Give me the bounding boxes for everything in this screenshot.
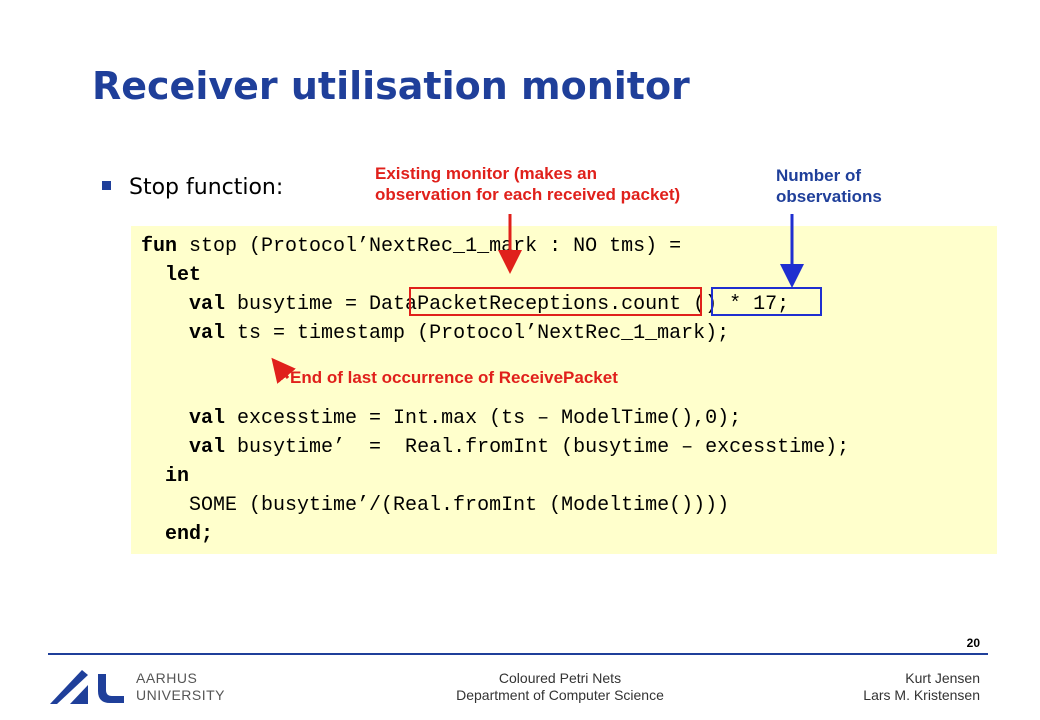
code-keyword: fun <box>141 235 178 258</box>
footer-course: Coloured Petri Nets <box>498 670 622 686</box>
footer-center: Coloured Petri Nets Department of Comput… <box>360 670 760 704</box>
code-line-8: SOME (busytime’/(Real.fromInt (Modeltime… <box>141 494 729 518</box>
code-text: busytime’ = Real.fromInt (busytime – exc… <box>225 436 850 459</box>
code-keyword: in <box>165 465 190 488</box>
code-block-background <box>131 226 997 554</box>
code-line-4: val ts = timestamp (Protocol’NextRec_1_m… <box>141 322 729 346</box>
code-text: ts = timestamp (Protocol’NextRec_1_mark)… <box>225 322 730 345</box>
university-line-2: UNIVERSITY <box>136 687 226 703</box>
code-keyword: let <box>165 264 202 287</box>
code-line-6: val busytime’ = Real.fromInt (busytime –… <box>141 436 849 460</box>
code-line-5: val excesstime = Int.max (ts – ModelTime… <box>141 407 741 431</box>
code-line-9: end; <box>141 523 213 547</box>
code-line-1: fun stop (Protocol’NextRec_1_mark : NO t… <box>141 235 681 259</box>
footer-authors: Kurt Jensen Lars M. Kristensen <box>863 670 980 704</box>
code-keyword: val <box>189 436 226 459</box>
bullet-text: Stop function: <box>129 175 284 200</box>
code-text: SOME (busytime’/(Real.fromInt (Modeltime… <box>189 494 730 517</box>
code-text: excesstime = Int.max (ts – ModelTime(),0… <box>225 407 742 430</box>
footer-author-2: Lars M. Kristensen <box>863 687 980 703</box>
code-text: stop (Protocol’NextRec_1_mark : NO tms) … <box>177 235 682 258</box>
code-keyword: val <box>189 407 226 430</box>
aarhus-university-logo-icon <box>50 670 124 704</box>
arrow-end-of-last <box>271 357 296 384</box>
footer-department: Department of Computer Science <box>456 687 664 703</box>
bullet-square-icon <box>102 180 111 190</box>
annotation-existing-monitor: Existing monitor (makes an observation f… <box>375 164 681 204</box>
annotation-end-of-last: End of last occurrence of ReceivePacket <box>290 368 618 387</box>
code-keyword: end; <box>165 523 214 546</box>
code-line-2: let <box>141 264 201 288</box>
footer-author-1: Kurt Jensen <box>905 670 980 686</box>
code-line-7: in <box>141 465 189 489</box>
footer-divider <box>48 653 988 655</box>
highlight-existing-monitor <box>409 287 702 316</box>
university-name: AARHUS UNIVERSITY <box>136 670 225 704</box>
university-line-1: AARHUS <box>136 670 198 686</box>
highlight-count-call <box>711 287 822 316</box>
code-keyword: val <box>189 322 226 345</box>
code-keyword: val <box>189 293 226 316</box>
slide-title: Receiver utilisation monitor <box>92 64 690 108</box>
page-number: 20 <box>966 636 980 650</box>
bullet-stop-function: Stop function: <box>102 175 283 200</box>
annotation-number-of-observations: Number of observations <box>776 166 882 206</box>
